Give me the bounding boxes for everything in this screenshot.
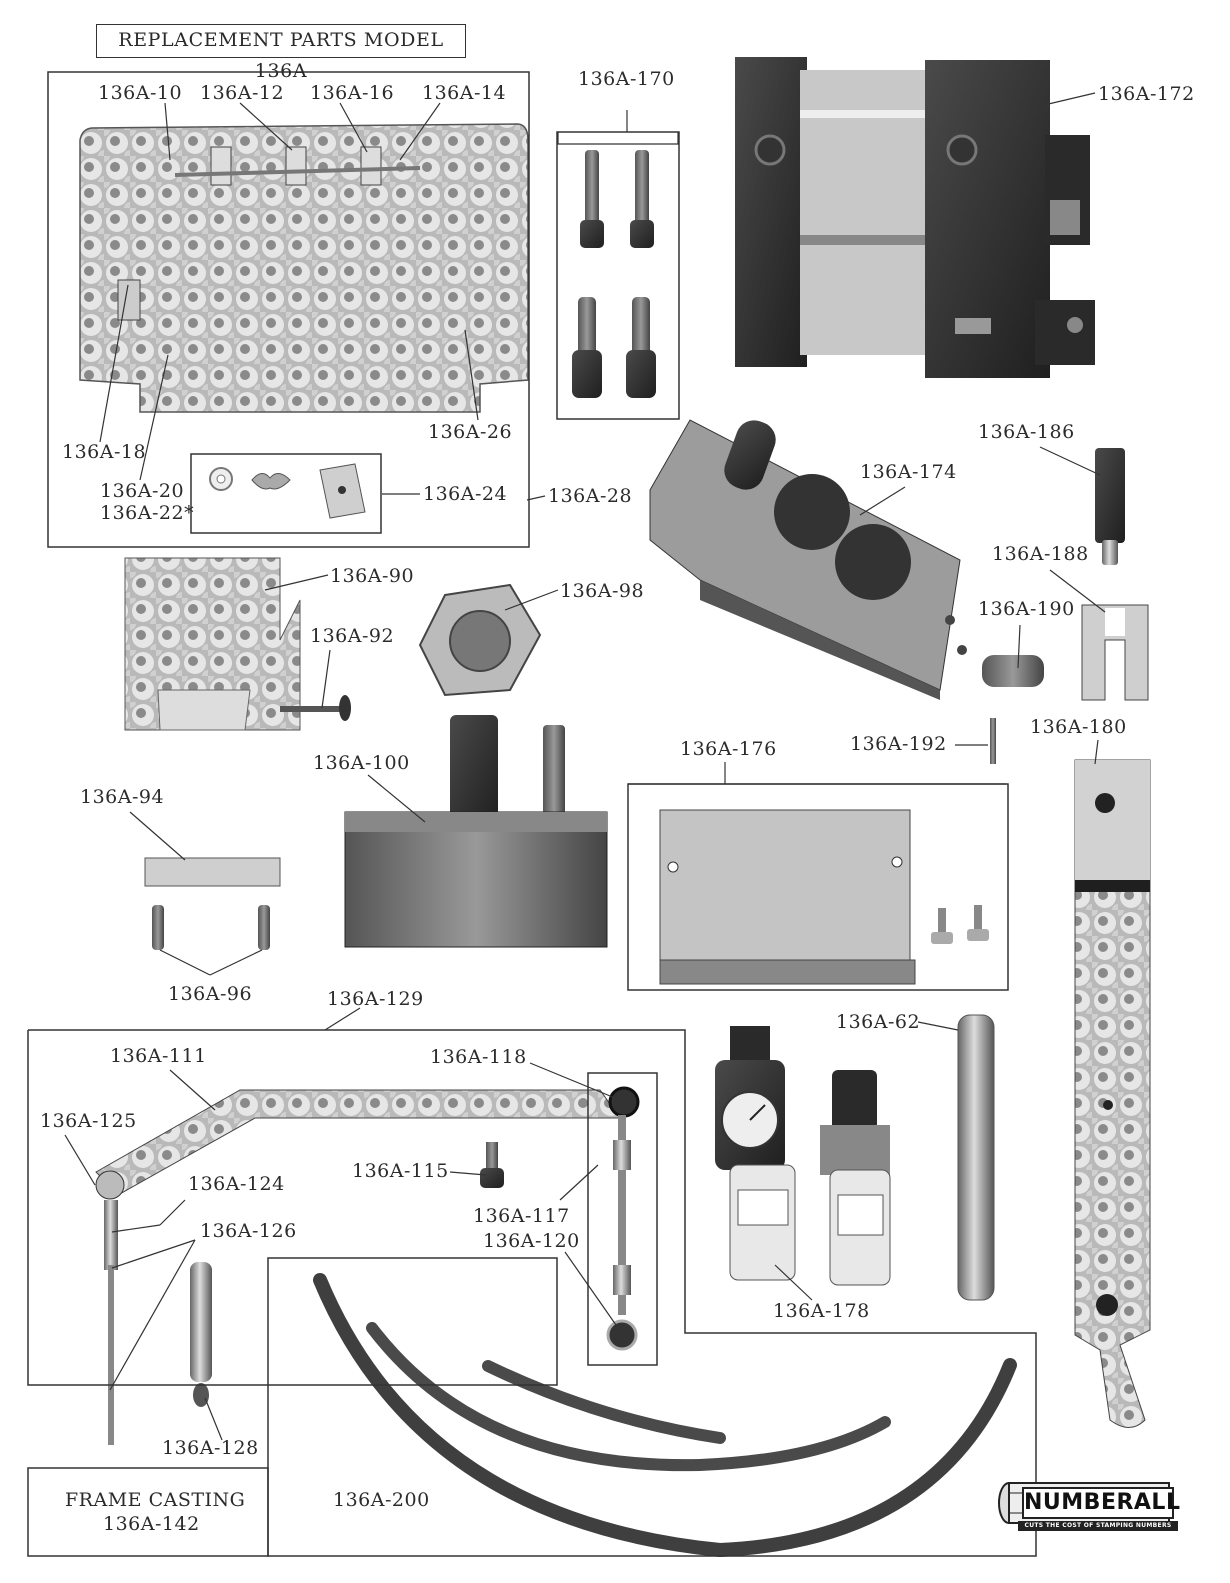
logo-wordmark: NUMBERALL <box>1022 1487 1180 1519</box>
filter-regulator-illustration <box>715 1026 891 1286</box>
part-label-136a-128: 136A-128 <box>162 1437 259 1459</box>
page-title: REPLACEMENT PARTS MODEL 136A <box>96 24 466 82</box>
round-rod-illustration <box>957 1014 995 1301</box>
part-label-136a-176: 136A-176 <box>680 738 777 760</box>
part-label-136a-129: 136A-129 <box>327 988 424 1010</box>
part-label-136a-10: 136A-10 <box>98 82 183 104</box>
part-label-136a-24: 136A-24 <box>423 483 508 505</box>
part-label-136a-170: 136A-170 <box>578 68 675 90</box>
part-label-136a-142: 136A-142 <box>103 1513 200 1535</box>
part-label-136a-22: 136A-22* <box>100 502 195 524</box>
part-label-136a-190: 136A-190 <box>978 598 1075 620</box>
part-label-136a-14: 136A-14 <box>422 82 507 104</box>
part-label-136a-98: 136A-98 <box>560 580 645 602</box>
linkage-assembly-illustration <box>95 1086 640 1445</box>
air-cylinder-illustration <box>735 57 1095 378</box>
part-label-136a-111: 136A-111 <box>110 1045 207 1067</box>
part-label-136a-180: 136A-180 <box>1030 716 1127 738</box>
part-label-136a-18: 136A-18 <box>62 441 147 463</box>
strap-plate-illustration <box>144 857 281 887</box>
part-label-136a-92: 136A-92 <box>310 625 395 647</box>
stud-block-illustration <box>344 715 608 948</box>
part-label-136a-178: 136A-178 <box>773 1300 870 1322</box>
lever-bar-illustration <box>1074 759 1151 1428</box>
part-label-136a-94: 136A-94 <box>80 786 165 808</box>
part-label-136a-28: 136A-28 <box>548 485 633 507</box>
part-label-136a-16: 136A-16 <box>310 82 395 104</box>
part-label-136a-20: 136A-20 <box>100 480 185 502</box>
part-label-136a-12: 136A-12 <box>200 82 285 104</box>
roll-pin-illustration <box>990 718 996 764</box>
guard-plate-illustration <box>79 123 529 413</box>
logo-tagline: CUTS THE COST OF STAMPING NUMBERS <box>1018 1521 1178 1531</box>
frame-casting-label: FRAME CASTING <box>65 1489 246 1511</box>
callout-boxes <box>27 71 1037 1557</box>
part-label-136a-120: 136A-120 <box>483 1230 580 1252</box>
valve-illustration <box>649 419 967 700</box>
clevis-illustration <box>1081 604 1149 701</box>
part-label-136a-117: 136A-117 <box>473 1205 570 1227</box>
cap-screws-illustration <box>572 150 656 398</box>
part-label-136a-96: 136A-96 <box>168 983 253 1005</box>
clevis-pin-illustration <box>982 655 1044 687</box>
part-label-136a-192: 136A-192 <box>850 733 947 755</box>
part-label-136a-126: 136A-126 <box>200 1220 297 1242</box>
part-label-136a-115: 136A-115 <box>352 1160 449 1182</box>
part-label-136a-174: 136A-174 <box>860 461 957 483</box>
hoses-illustration <box>313 1273 1017 1558</box>
part-label-136a-125: 136A-125 <box>40 1110 137 1132</box>
part-label-136a-172: 136A-172 <box>1098 83 1195 105</box>
finger-guard-illustration <box>124 557 351 731</box>
part-label-136a-62: 136A-62 <box>836 1011 921 1033</box>
threaded-screw-illustration <box>1095 448 1125 565</box>
part-label-136a-100: 136A-100 <box>313 752 410 774</box>
part-label-136a-118: 136A-118 <box>430 1046 527 1068</box>
part-label-136a-90: 136A-90 <box>330 565 415 587</box>
hardware-kit-illustration <box>209 463 366 519</box>
part-label-136a-200: 136A-200 <box>333 1489 430 1511</box>
part-label-136a-124: 136A-124 <box>188 1173 285 1195</box>
part-label-136a-186: 136A-186 <box>978 421 1075 443</box>
part-label-136a-188: 136A-188 <box>992 543 1089 565</box>
part-label-136a-26: 136A-26 <box>428 421 513 443</box>
angle-bracket-illustration <box>659 809 989 985</box>
